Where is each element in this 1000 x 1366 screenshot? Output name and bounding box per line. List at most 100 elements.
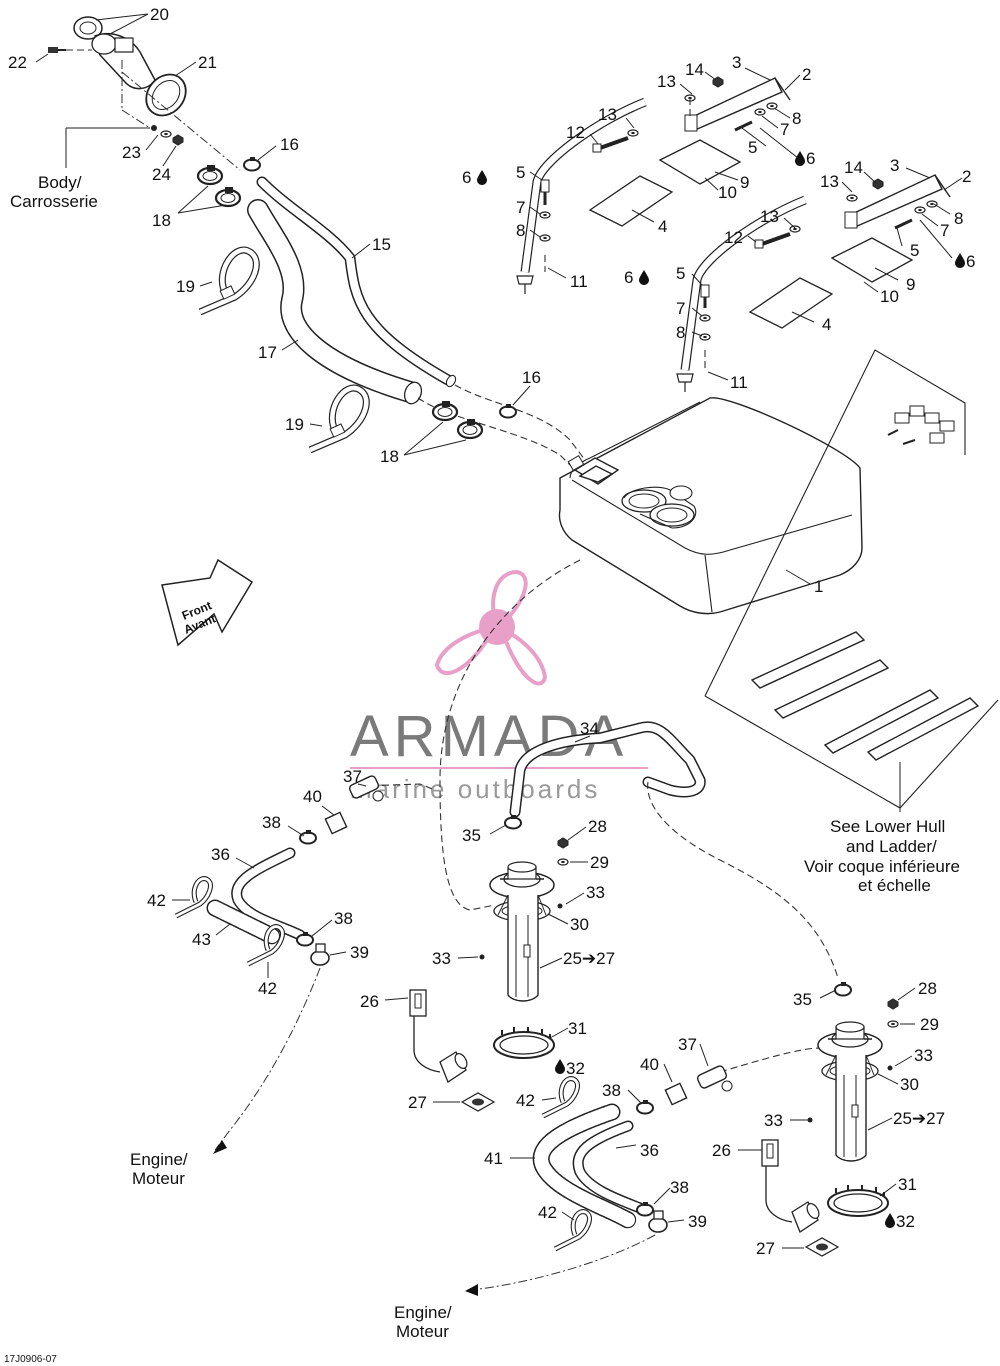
callout-4: 4 [658, 217, 667, 236]
callout-38: 38 [334, 909, 353, 928]
fuel-lines [359, 559, 839, 1073]
callout-19: 19 [176, 277, 195, 296]
fuel-tank [558, 397, 863, 615]
callout-4: 4 [822, 315, 831, 334]
leader-lines [35, 13, 963, 1249]
callout-6: 6 [966, 252, 975, 271]
callout-33: 33 [432, 949, 451, 968]
callout-30: 30 [570, 915, 589, 934]
callout-31: 31 [568, 1019, 587, 1038]
callout-8: 8 [954, 209, 963, 228]
callout-14: 14 [844, 158, 863, 177]
filler-neck-assembly [48, 16, 241, 171]
callout-37: 37 [343, 767, 362, 786]
callout-8: 8 [792, 109, 801, 128]
callout-10: 10 [880, 287, 899, 306]
callout-11: 11 [570, 272, 588, 291]
callout-38: 38 [602, 1081, 621, 1100]
callout-8: 8 [676, 323, 685, 342]
callout-32: 32 [566, 1059, 585, 1078]
callout-33: 33 [586, 883, 605, 902]
callout-5: 5 [748, 138, 757, 157]
callout-28: 28 [588, 817, 607, 836]
callout-16: 16 [522, 368, 541, 387]
callout-40: 40 [640, 1055, 659, 1074]
callout-42: 42 [258, 979, 277, 998]
callout-33: 33 [764, 1111, 783, 1130]
callout-11: 11 [730, 373, 748, 392]
callout-13: 13 [760, 207, 779, 226]
lower-hull-note-line3: Voir coque inférieure [804, 857, 960, 876]
callout-25-27: 25➔27 [893, 1109, 945, 1128]
callout-3: 3 [732, 53, 741, 72]
callout-28: 28 [918, 979, 937, 998]
callout-29: 29 [920, 1015, 939, 1034]
callout-labels: 20 21 22 23 24 16 18 15 19 17 19 16 18 1… [8, 5, 975, 1258]
callout-7: 7 [780, 120, 789, 139]
callout-3: 3 [890, 156, 899, 175]
callout-29: 29 [590, 853, 609, 872]
callout-39: 39 [350, 943, 369, 962]
callout-26: 26 [360, 992, 379, 1011]
fuel-fill-hoses [247, 176, 586, 471]
callout-2: 2 [962, 167, 971, 186]
watermark-tagline: marine outboards [350, 774, 600, 804]
tank-strap-assembly-upper [517, 76, 791, 294]
callout-13: 13 [657, 72, 676, 91]
callout-18: 18 [380, 447, 399, 466]
callout-6: 6 [806, 149, 815, 168]
callout-41: 41 [484, 1149, 503, 1168]
engine-feed-line-left [176, 775, 384, 1154]
callout-8: 8 [516, 221, 525, 240]
engine-feed-line-right [465, 1065, 733, 1296]
tank-strap-assembly-lower [677, 174, 951, 392]
callout-7: 7 [676, 299, 685, 318]
figure-code: 17J0906-07 [4, 1354, 57, 1365]
callout-35: 35 [793, 990, 812, 1009]
watermark: ARMADA marine outboards [350, 569, 648, 804]
callout-31: 31 [898, 1175, 917, 1194]
callout-32: 32 [896, 1212, 915, 1231]
callout-21: 21 [198, 53, 217, 72]
callout-23: 23 [122, 143, 141, 162]
lower-hull-note-line4: et échelle [858, 876, 931, 895]
callout-5: 5 [910, 241, 919, 260]
reference-notes: Body/ Carrosserie See Lower Hull and Lad… [4, 173, 960, 1365]
body-note-line1: Body/ [38, 173, 82, 192]
callout-6: 6 [624, 268, 633, 287]
callout-36: 36 [640, 1141, 659, 1160]
callout-43: 43 [192, 930, 211, 949]
callout-38: 38 [670, 1178, 689, 1197]
callout-20: 20 [150, 5, 169, 24]
callout-14: 14 [685, 60, 704, 79]
callout-6: 6 [462, 168, 471, 187]
callout-42: 42 [147, 891, 166, 910]
callout-34: 34 [580, 719, 599, 738]
fuel-pump-left [409, 814, 569, 1112]
callout-9: 9 [906, 275, 915, 294]
callout-42: 42 [538, 1203, 557, 1222]
callout-38: 38 [262, 813, 281, 832]
callout-9: 9 [740, 173, 749, 192]
callout-19: 19 [285, 415, 304, 434]
callout-25-27: 25➔27 [563, 949, 615, 968]
callout-1: 1 [814, 577, 823, 596]
callout-12: 12 [566, 123, 585, 142]
fuel-pump-right [761, 981, 899, 1257]
front-direction-arrow: Front Avant [161, 558, 254, 647]
callout-13: 13 [598, 105, 617, 124]
callout-12: 12 [724, 228, 743, 247]
callout-27: 27 [408, 1093, 427, 1112]
callout-35: 35 [462, 826, 481, 845]
callout-33: 33 [914, 1046, 933, 1065]
callout-37: 37 [678, 1035, 697, 1054]
callout-36: 36 [211, 845, 230, 864]
callout-17: 17 [258, 343, 277, 362]
callout-7: 7 [940, 221, 949, 240]
callout-18: 18 [152, 211, 171, 230]
callout-42: 42 [516, 1091, 535, 1110]
callout-7: 7 [516, 198, 525, 217]
callout-10: 10 [718, 183, 737, 202]
callout-5: 5 [516, 163, 525, 182]
